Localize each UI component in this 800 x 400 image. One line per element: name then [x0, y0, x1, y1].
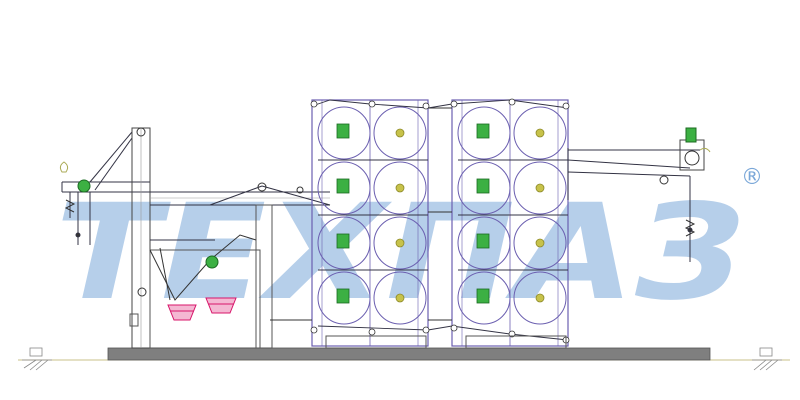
drying-cylinder [457, 106, 511, 160]
ground-symbol-left [22, 347, 52, 371]
motor-icon [205, 255, 219, 269]
drying-cylinder [513, 216, 567, 270]
ground-symbol-right [752, 347, 782, 371]
motor-icon [336, 123, 350, 139]
dye-bath [167, 304, 197, 321]
drying-cylinder [457, 216, 511, 270]
motor-icon [476, 288, 490, 304]
drying-cylinder [513, 271, 567, 325]
drying-cylinder [373, 271, 427, 325]
watermark: TEXПАЗ ® [55, 165, 763, 330]
support-frame [325, 335, 567, 349]
cylinder-towers [270, 98, 570, 347]
motor-icon [476, 123, 490, 139]
registered-mark: ® [741, 165, 763, 190]
drying-cylinder [317, 161, 371, 215]
drying-cylinder [317, 106, 371, 160]
motor-icon [336, 178, 350, 194]
floor [18, 347, 790, 371]
drying-cylinder [373, 161, 427, 215]
motor-icon [77, 179, 91, 193]
drying-cylinder [373, 106, 427, 160]
motor-icon [476, 233, 490, 249]
drying-cylinder [457, 161, 511, 215]
drive-motors [336, 123, 490, 304]
drying-cylinder [317, 216, 371, 270]
drying-cylinder [513, 106, 567, 160]
dye-bath [205, 297, 237, 314]
motor-icon [336, 288, 350, 304]
cylinder-hubs [395, 128, 545, 303]
drying-cylinder [513, 161, 567, 215]
drying-cylinder [457, 271, 511, 325]
guide-rollers [310, 98, 570, 344]
drying-cylinder [317, 271, 371, 325]
entry-unit [59, 127, 331, 349]
motor-icon [336, 233, 350, 249]
motor-icon [476, 178, 490, 194]
exit-unit [567, 127, 711, 262]
motor-icon [685, 127, 697, 143]
drying-cylinder [373, 216, 427, 270]
watermark-text: TEXПАЗ [55, 176, 745, 330]
base-plate [107, 347, 711, 361]
